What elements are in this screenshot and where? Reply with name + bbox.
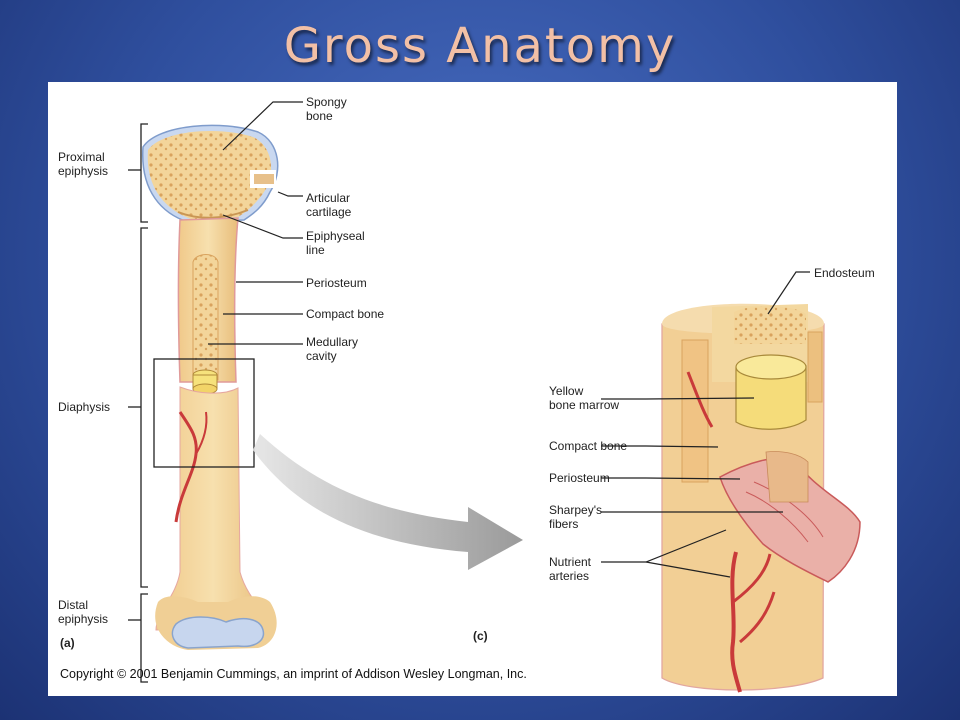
nutrient-artery-left	[174, 411, 198, 523]
nutrient-artery-right	[730, 551, 742, 693]
label-medullary-cavity-2: cavity	[306, 349, 337, 363]
panel-label-c: (c)	[473, 629, 488, 643]
label-diaphysis: Diaphysis	[58, 400, 110, 414]
label-epiphyseal-line-2: line	[306, 243, 325, 257]
label-nutrient-arteries: Nutrient	[549, 555, 592, 569]
bone-anatomy-diagram: Proximal epiphysis Diaphysis Distal epip…	[58, 95, 875, 693]
yellow-marrow-cylinder	[735, 365, 807, 430]
label-sharpeys-fibers: Sharpey's	[549, 503, 602, 517]
label-medullary-cavity: Medullary	[306, 335, 358, 349]
label-sharpeys-fibers-2: fibers	[549, 517, 578, 531]
magnification-arrow	[253, 434, 523, 570]
label-epiphyseal-line: Epiphyseal	[306, 229, 365, 243]
label-periosteum: Periosteum	[306, 276, 367, 290]
panel-label-a: (a)	[60, 636, 75, 650]
label-articular-cartilage-2: cartilage	[306, 205, 352, 219]
region-brackets	[128, 123, 148, 683]
magnified-region-box	[153, 358, 255, 468]
label-compact-bone-detail: Compact bone	[549, 439, 627, 453]
bone-cross-section-detail	[661, 303, 861, 693]
label-yellow-bone-marrow-2: bone marrow	[549, 398, 619, 412]
bone-figure-panel: Proximal epiphysis Diaphysis Distal epip…	[48, 82, 897, 696]
label-distal: Distal	[58, 598, 88, 612]
label-spongy-bone-2: bone	[306, 109, 333, 123]
lower-shaft	[155, 386, 271, 631]
slide-title: Gross Anatomy	[283, 18, 677, 74]
label-periosteum-detail: Periosteum	[549, 471, 610, 485]
label-proximal-epiphysis: epiphysis	[58, 164, 108, 178]
label-distal-epiphysis: epiphysis	[58, 612, 108, 626]
label-endosteum: Endosteum	[814, 266, 875, 280]
medullary-cavity	[192, 254, 219, 381]
label-spongy-bone: Spongy	[306, 95, 347, 109]
label-yellow-bone-marrow: Yellow	[549, 384, 584, 398]
long-bone	[142, 124, 279, 650]
distal-cartilage	[171, 616, 265, 649]
epiphyseal-line	[177, 209, 249, 219]
proximal-epiphysis-spongy	[147, 130, 272, 220]
copyright-notice: Copyright © 2001 Benjamin Cummings, an i…	[60, 667, 527, 681]
label-nutrient-arteries-2: arteries	[549, 569, 589, 583]
label-articular-cartilage: Articular	[306, 191, 350, 205]
label-compact-bone: Compact bone	[306, 307, 384, 321]
label-proximal: Proximal	[58, 150, 105, 164]
